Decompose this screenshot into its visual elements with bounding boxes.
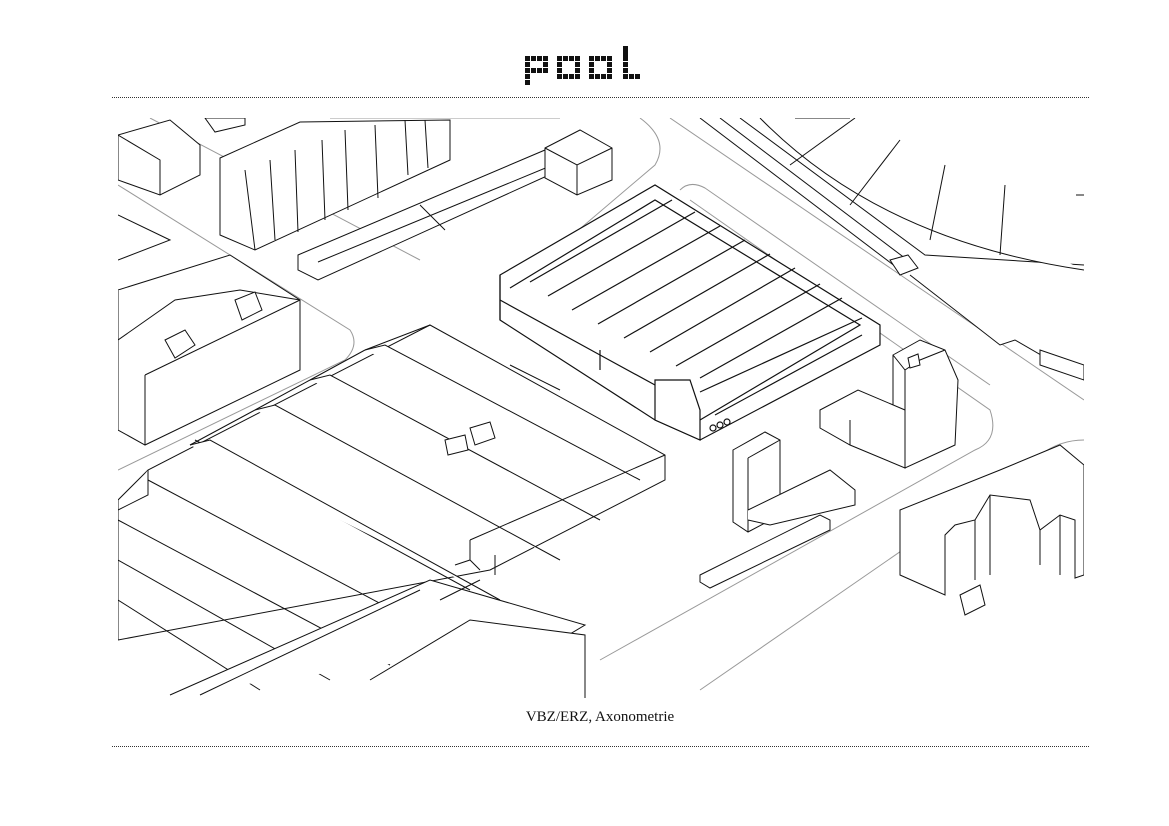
- main-hall: [499, 184, 881, 441]
- pool-logo: [0, 46, 1169, 86]
- sawtooth-sheds: [118, 324, 666, 698]
- axonometric-drawing: [118, 118, 1084, 698]
- drawing-caption: VBZ/ERZ, Axonometrie: [525, 709, 675, 725]
- right-buildings: [699, 339, 1084, 616]
- pool-logo-icon: [524, 46, 640, 85]
- bottom-divider: [112, 746, 1089, 747]
- top-divider: [112, 97, 1089, 98]
- neighbor-buildings: [118, 118, 1084, 446]
- axonometric-svg: [118, 118, 1084, 698]
